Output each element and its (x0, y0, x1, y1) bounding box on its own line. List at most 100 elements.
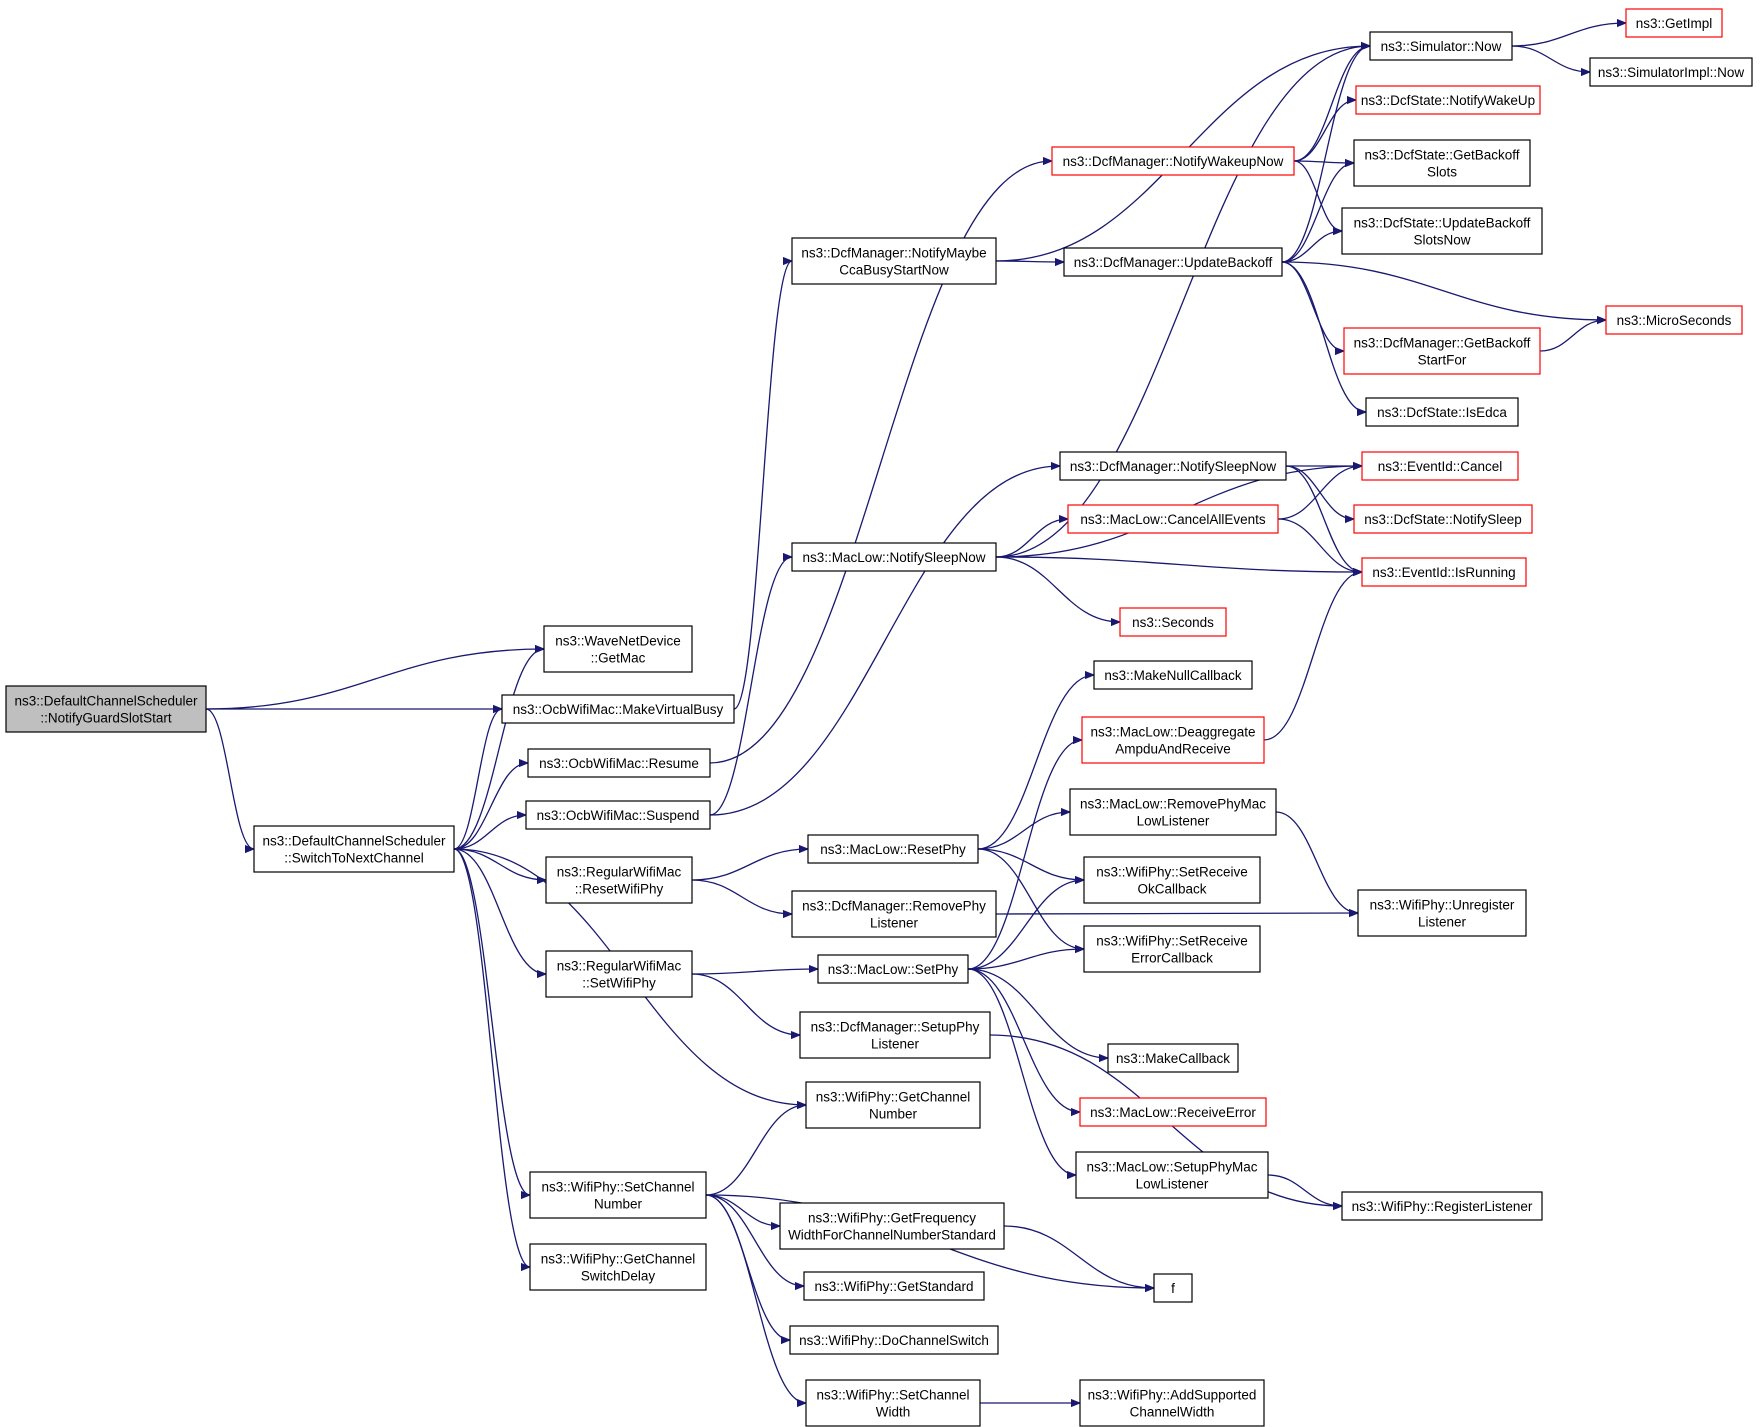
node-box (1589, 57, 1753, 87)
node-getfreq[interactable]: ns3::WifiPhy::GetFrequencyWidthForChanne… (779, 1202, 1005, 1250)
node-label: ns3::DcfManager::NotifyWakeupNow (1063, 154, 1284, 169)
node-box (1119, 607, 1227, 637)
node-box (1605, 305, 1743, 335)
node-box (545, 856, 693, 904)
node-microseconds[interactable]: ns3::MicroSeconds (1605, 305, 1743, 335)
node-updatebackoff[interactable]: ns3::DcfManager::UpdateBackoff (1063, 247, 1283, 277)
node-f[interactable]: f (1153, 1273, 1193, 1303)
node-box (799, 1011, 991, 1059)
edge-switch-to-getmac (453, 649, 545, 850)
node-getstd[interactable]: ns3::WifiPhy::GetStandard (803, 1271, 985, 1301)
node-box (1083, 856, 1261, 904)
edge-updatebackoff-to-updatebackoffslots (1281, 231, 1342, 263)
node-label: ns3::MakeCallback (1116, 1051, 1230, 1066)
node-resume[interactable]: ns3::OcbWifiMac::Resume (527, 748, 711, 778)
node-isrunning[interactable]: ns3::EventId::IsRunning (1361, 557, 1527, 587)
node-label: ns3::EventId::Cancel (1378, 459, 1503, 474)
node-isedca[interactable]: ns3::DcfState::IsEdca (1365, 397, 1519, 427)
edge-updatebackoff-to-getbackoffslots (1281, 163, 1355, 263)
edge-updatebackoff-to-getbackoffstart (1281, 261, 1345, 351)
node-dcfnotifysleepnow[interactable]: ns3::DcfManager::NotifySleepNow (1059, 451, 1287, 481)
node-label: ns3::MacLow::ReceiveError (1090, 1105, 1256, 1120)
node-box (527, 748, 711, 778)
edge-resume-to-notifywakeupnow (709, 161, 1052, 764)
edge-resetphy-to-setrecvok (977, 848, 1084, 880)
node-cancelall[interactable]: ns3::MacLow::CancelAllEvents (1067, 504, 1279, 534)
node-label: ns3::WifiPhy::AddSupported (1088, 1388, 1257, 1403)
node-cancel[interactable]: ns3::EventId::Cancel (1361, 451, 1519, 481)
node-box (253, 825, 455, 873)
nodes-layer: ns3::DefaultChannelScheduler::NotifyGuar… (5, 8, 1753, 1427)
node-makevb[interactable]: ns3::OcbWifiMac::MakeVirtualBusy (501, 694, 735, 724)
node-ccabusy[interactable]: ns3::DcfManager::NotifyMaybeCcaBusyStart… (791, 237, 997, 285)
node-label: Listener (1418, 915, 1467, 930)
node-resetphy[interactable]: ns3::MacLow::ResetPhy (807, 834, 979, 864)
node-simnow[interactable]: ns3::Simulator::Now (1369, 31, 1513, 61)
node-label: ns3::WifiPhy::GetFrequency (808, 1211, 976, 1226)
node-root[interactable]: ns3::DefaultChannelScheduler::NotifyGuar… (5, 685, 207, 733)
node-seconds[interactable]: ns3::Seconds (1119, 607, 1227, 637)
edge-suspend-to-dcfnotifysleepnow (709, 466, 1060, 816)
node-label: ns3::DcfState::GetBackoff (1364, 148, 1519, 163)
node-notifywakeupnow[interactable]: ns3::DcfManager::NotifyWakeupNow (1051, 146, 1295, 176)
node-box (1361, 557, 1527, 587)
edge-setwifiphy-to-setupphylist (691, 973, 800, 1035)
edge-notifysleepnow-to-cancelall (995, 519, 1068, 558)
edge-notifysleepnow-to-simnow (995, 46, 1370, 558)
node-label: ::NotifyGuardSlotStart (40, 711, 172, 726)
node-getimpl[interactable]: ns3::GetImpl (1625, 8, 1723, 38)
node-box (817, 954, 969, 984)
node-box (803, 1271, 985, 1301)
node-makenull[interactable]: ns3::MakeNullCallback (1093, 660, 1253, 690)
node-box (791, 542, 997, 572)
node-label: ns3::GetImpl (1636, 16, 1713, 31)
node-label: ns3::EventId::IsRunning (1372, 565, 1515, 580)
node-dochsw[interactable]: ns3::WifiPhy::DoChannelSwitch (789, 1325, 999, 1355)
node-box (1361, 451, 1519, 481)
node-box (1357, 889, 1527, 937)
node-getmac[interactable]: ns3::WaveNetDevice::GetMac (543, 625, 693, 673)
edge-setphy-to-deagg (967, 740, 1082, 970)
node-notifysleepnow[interactable]: ns3::MacLow::NotifySleepNow (791, 542, 997, 572)
node-recverr[interactable]: ns3::MacLow::ReceiveError (1079, 1097, 1267, 1127)
node-resetwifiphy[interactable]: ns3::RegularWifiMac::ResetWifiPhy (545, 856, 693, 904)
node-switch[interactable]: ns3::DefaultChannelScheduler::SwitchToNe… (253, 825, 455, 873)
node-notifysleep[interactable]: ns3::DcfState::NotifySleep (1353, 504, 1533, 534)
node-notifywakeup[interactable]: ns3::DcfState::NotifyWakeUp (1355, 85, 1541, 115)
node-label: Listener (871, 1037, 920, 1052)
node-label: ::SetWifiPhy (582, 976, 656, 991)
node-label: ErrorCallback (1131, 951, 1213, 966)
node-setwifiphy[interactable]: ns3::RegularWifiMac::SetWifiPhy (545, 950, 693, 998)
node-label: ns3::WifiPhy::SetChannel (816, 1388, 969, 1403)
node-simimplnow[interactable]: ns3::SimulatorImpl::Now (1589, 57, 1753, 87)
node-box (1341, 1191, 1543, 1221)
edge-makevb-to-ccabusy (733, 261, 793, 710)
node-setphy[interactable]: ns3::MacLow::SetPhy (817, 954, 969, 984)
node-makecb[interactable]: ns3::MakeCallback (1107, 1043, 1239, 1073)
node-suspend[interactable]: ns3::OcbWifiMac::Suspend (525, 800, 711, 830)
node-label: ns3::MakeNullCallback (1104, 668, 1242, 683)
node-label: ns3::MacLow::SetupPhyMac (1086, 1160, 1257, 1175)
edge-setphy-to-makecb (967, 968, 1108, 1058)
node-register[interactable]: ns3::WifiPhy::RegisterListener (1341, 1191, 1543, 1221)
edge-switch-to-makevb (453, 709, 503, 850)
edge-notifysleepnow-to-isrunning (995, 556, 1362, 572)
edge-suspend-to-notifysleepnow (709, 557, 793, 816)
edge-setchnum-to-getchnum (705, 1105, 806, 1196)
